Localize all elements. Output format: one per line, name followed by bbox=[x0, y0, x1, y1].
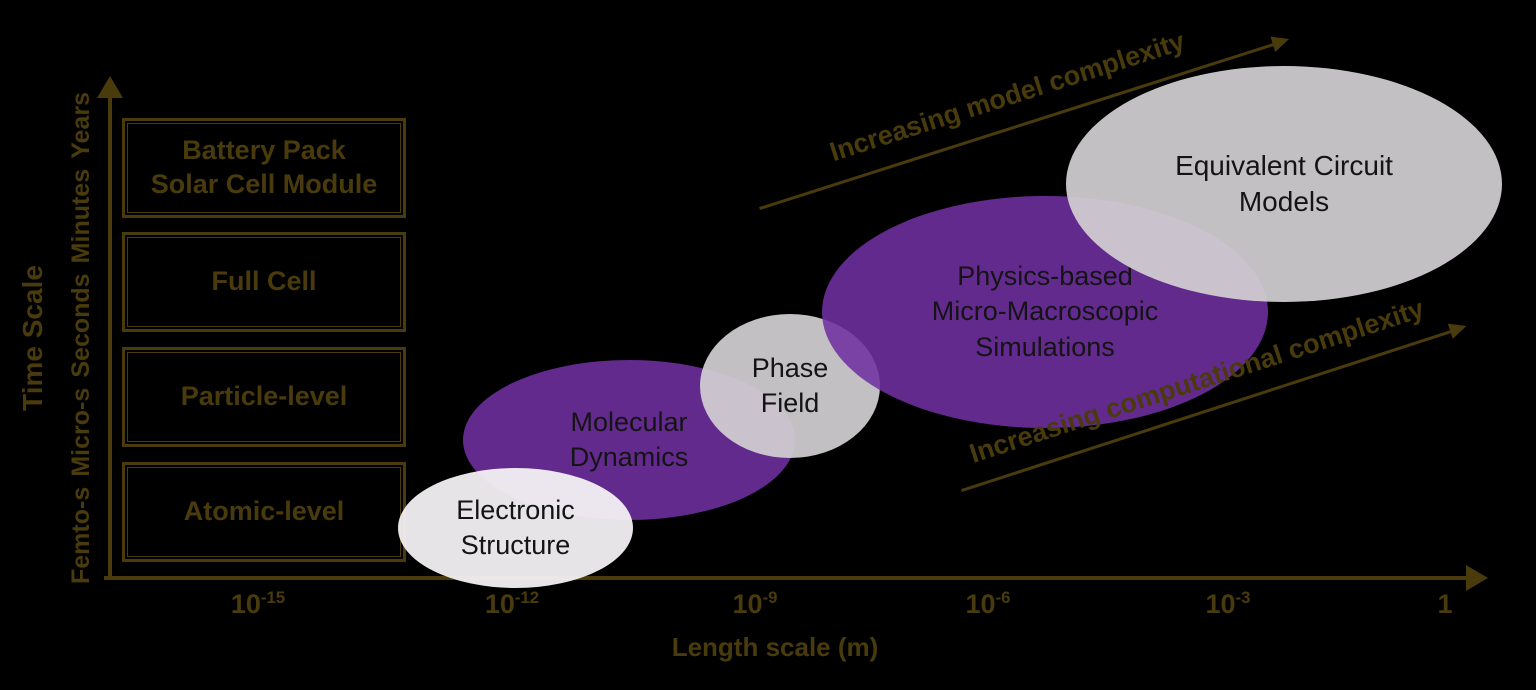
x-axis-tick: 10-6 bbox=[965, 588, 1011, 619]
scale-box-full-cell: Full Cell bbox=[122, 232, 406, 332]
y-axis-tick: Minutes bbox=[66, 168, 95, 264]
y-axis-ticks: Femto-s Micro-s Seconds Minutes Years bbox=[60, 92, 102, 584]
y-axis-tick: Micro-s bbox=[66, 387, 95, 477]
ellipse-label: Molecular bbox=[570, 406, 688, 437]
y-axis-arrowhead-icon bbox=[97, 76, 123, 98]
scale-box-label: Particle-level bbox=[180, 381, 348, 412]
y-axis-tick: Years bbox=[66, 92, 95, 159]
x-axis-tick: 10-15 bbox=[230, 588, 286, 619]
x-axis-arrowhead-icon bbox=[1466, 565, 1488, 591]
scale-box-atomic-level: Atomic-level bbox=[122, 462, 406, 562]
y-axis-title: Time Scale bbox=[17, 265, 48, 411]
y-axis-title-wrap: Time Scale bbox=[12, 92, 54, 584]
ellipse-label: Electronic bbox=[456, 494, 575, 525]
ellipse-label: Simulations bbox=[975, 331, 1115, 362]
ellipse-label: Phase bbox=[751, 352, 829, 383]
y-axis-tick: Seconds bbox=[66, 273, 95, 378]
scale-box-label: Solar Cell Module bbox=[150, 169, 378, 199]
scale-box-battery-pack: Battery Pack Solar Cell Module bbox=[122, 118, 406, 218]
scale-box-label: Battery Pack bbox=[182, 135, 346, 166]
x-axis-title: Length scale (m) bbox=[671, 632, 879, 662]
ellipse-label: Equivalent Circuit bbox=[1175, 149, 1393, 181]
scale-box-label: Full Cell bbox=[211, 266, 317, 297]
x-axis-line bbox=[104, 576, 1472, 580]
ellipse-electronic-structure: Electronic Structure bbox=[398, 468, 633, 588]
y-axis-line bbox=[108, 95, 112, 578]
ellipse-label: Structure bbox=[460, 530, 571, 560]
x-axis-tick: 1 bbox=[1437, 589, 1453, 619]
ellipse-label: Physics-based bbox=[957, 261, 1133, 292]
ellipse-equivalent-circuit-models: Equivalent Circuit Models bbox=[1066, 66, 1502, 302]
y-axis-tick: Femto-s bbox=[66, 486, 95, 584]
ellipse-label: Micro-Macroscopic bbox=[931, 296, 1159, 327]
x-axis-tick: 10-12 bbox=[484, 588, 540, 619]
diagonal-arrowhead-icon bbox=[1270, 31, 1292, 52]
scale-box-label: Atomic-level bbox=[183, 496, 345, 527]
ellipse-label: Field bbox=[760, 388, 820, 418]
x-axis-tick: 10-9 bbox=[732, 588, 778, 619]
ellipse-label: Dynamics bbox=[569, 442, 689, 472]
diagonal-arrowhead-icon bbox=[1447, 318, 1469, 339]
y-axis-ticks-wrap: Femto-s Micro-s Seconds Minutes Years bbox=[60, 92, 102, 584]
ellipse-label: Models bbox=[1238, 186, 1330, 217]
scale-box-particle-level: Particle-level bbox=[122, 347, 406, 447]
x-axis-tick: 10-3 bbox=[1205, 588, 1251, 619]
